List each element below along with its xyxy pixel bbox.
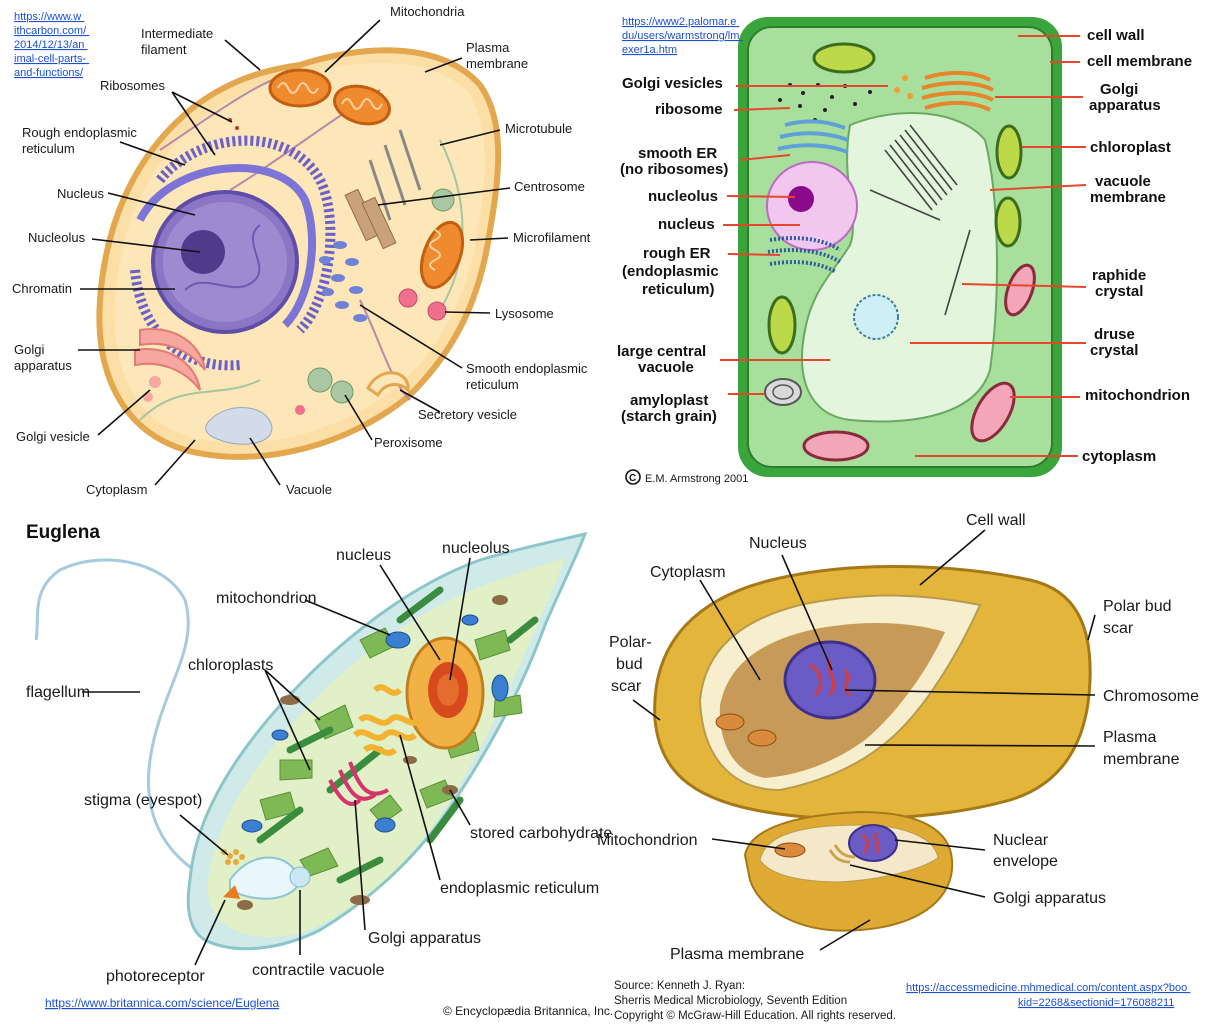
label-polar-bud-scar-left: Polar- bud scar — [609, 634, 656, 695]
label-cell-wall: cell wall — [1087, 27, 1145, 44]
plant-copyright: E.M. Armstrong 2001 — [645, 473, 748, 485]
plant-source-url[interactable]: https://www2.palomar.e du/users/warmstro… — [622, 16, 742, 56]
animal-source-url[interactable]: https://www.w ithcarbon.com/ 2014/12/13/… — [14, 11, 89, 79]
label-centrosome: Centrosome — [514, 179, 585, 194]
label-ribosomes: Ribosomes — [100, 78, 166, 93]
label-golgi-apparatus: Golgi apparatus — [14, 342, 72, 373]
label-euglena-golgi: Golgi apparatus — [368, 930, 481, 947]
label-plant-mitochondrion: mitochondrion — [1085, 387, 1190, 404]
label-vacuole-membrane: vacuole membrane — [1090, 173, 1166, 206]
yeast-source-url[interactable]: https://accessmedicine.mhmedical.com/con… — [906, 982, 1190, 1009]
label-golgi-vesicle: Golgi vesicle — [16, 429, 90, 444]
euglena-flagellum — [34, 558, 226, 887]
label-peroxisome: Peroxisome — [374, 435, 443, 450]
euglena-golgi — [328, 761, 389, 806]
plant-leader-lines — [720, 35, 1087, 457]
label-chloroplast: chloroplast — [1090, 139, 1171, 156]
label-yeast-golgi: Golgi apparatus — [993, 890, 1106, 907]
animal-vacuole — [205, 407, 273, 445]
label-yeast-nucleus: Nucleus — [749, 535, 807, 552]
label-contractile-vacuole: contractile vacuole — [252, 962, 385, 979]
euglena-title: Euglena — [26, 522, 100, 543]
plant-mitochondria — [802, 263, 1036, 462]
copyright-symbol: C — [629, 473, 636, 484]
label-yeast-plasma-membrane: Plasma membrane — [1103, 729, 1180, 768]
label-yeast-plasma-membrane-bottom: Plasma membrane — [670, 946, 804, 963]
label-golgi-vesicles: Golgi vesicles — [622, 75, 723, 92]
label-vacuole: Vacuole — [286, 482, 332, 497]
label-plant-golgi: Golgi apparatus — [1089, 81, 1161, 114]
yeast-source-citation: Source: Kenneth J. Ryan: Sherris Medical… — [614, 980, 896, 1022]
label-smooth-er: Smooth endoplasmic reticulum — [466, 361, 591, 392]
plant-chloroplasts — [767, 42, 1023, 355]
label-nuclear-envelope: Nuclear envelope — [993, 832, 1058, 870]
label-photoreceptor: photoreceptor — [106, 968, 205, 985]
label-ribosome: ribosome — [655, 101, 723, 118]
label-mitochondria: Mitochondria — [390, 4, 465, 19]
plant-nucleus — [766, 161, 858, 251]
label-euglena-nucleus: nucleus — [336, 547, 391, 564]
label-polar-bud-scar-right: Polar bud scar — [1103, 598, 1176, 637]
label-stored-carbohydrate: stored carbohydrate — [470, 825, 612, 842]
label-plant-rough-er: rough ER (endoplasmic reticulum) — [622, 245, 723, 298]
label-plant-nucleus: nucleus — [658, 216, 715, 233]
plant-nucleolus — [788, 186, 814, 212]
label-chloroplasts: chloroplasts — [188, 657, 273, 674]
animal-golgi — [134, 328, 206, 391]
label-nucleus: Nucleus — [57, 186, 104, 201]
label-microfilament: Microfilament — [513, 230, 591, 245]
label-euglena-mitochondrion: mitochondrion — [216, 590, 317, 607]
label-plant-cytoplasm: cytoplasm — [1082, 448, 1156, 465]
animal-leader-lines — [78, 19, 511, 486]
animal-cell-panel: https://www.w ithcarbon.com/ 2014/12/13/… — [12, 4, 591, 497]
yeast-nucleus — [783, 640, 877, 720]
label-endoplasmic-reticulum: endoplasmic reticulum — [440, 880, 599, 897]
euglena-source-url[interactable]: https://www.britannica.com/science/Eugle… — [45, 996, 279, 1010]
label-rough-er: Rough endoplasmic reticulum — [22, 125, 141, 156]
label-lysosome: Lysosome — [495, 306, 554, 321]
label-microtubule: Microtubule — [505, 121, 572, 136]
plant-cell-panel: https://www2.palomar.e du/users/warmstro… — [617, 16, 1192, 485]
label-flagellum: flagellum — [26, 684, 90, 701]
plant-golgi — [921, 70, 994, 112]
animal-mitochondria — [268, 68, 465, 290]
label-chromatin: Chromatin — [12, 281, 72, 296]
label-yeast-mitochondrion: Mitochondrion — [597, 832, 698, 849]
euglena-copyright: © Encyclopædia Britannica, Inc. — [443, 1004, 613, 1018]
label-cell-membrane: cell membrane — [1087, 53, 1192, 70]
plant-amyloplast — [764, 378, 802, 406]
yeast-cell-panel: Cell wall Nucleus Cytoplasm Polar- bud s… — [597, 512, 1199, 1022]
label-chromosome: Chromosome — [1103, 688, 1199, 705]
label-large-central-vacuole: large central vacuole — [617, 343, 710, 376]
label-amyloplast: amyloplast (starch grain) — [621, 392, 717, 425]
label-nucleolus: Nucleolus — [28, 230, 86, 245]
label-stigma: stigma (eyespot) — [84, 792, 202, 809]
animal-nucleolus — [181, 230, 225, 274]
label-plasma-membrane: Plasma membrane — [466, 40, 528, 71]
label-plant-nucleolus: nucleolus — [648, 188, 718, 205]
label-yeast-cell-wall: Cell wall — [966, 512, 1026, 529]
label-raphide-crystal: raphide crystal — [1092, 267, 1150, 300]
animal-centrosome — [344, 188, 397, 250]
euglena-leader-lines — [82, 557, 471, 966]
euglena-panel: Euglena — [26, 522, 613, 1018]
label-druse-crystal: druse crystal — [1090, 326, 1139, 359]
label-secretory-vesicle: Secretory vesicle — [418, 407, 517, 422]
plant-druse-crystal — [853, 294, 899, 340]
label-yeast-cytoplasm: Cytoplasm — [650, 564, 726, 581]
label-plant-smooth-er: smooth ER (no ribosomes) — [620, 145, 728, 178]
label-intermediate-filament: Intermediate filament — [141, 26, 217, 57]
label-euglena-nucleolus: nucleolus — [442, 540, 510, 557]
yeast-leader-lines — [632, 529, 1096, 951]
label-cytoplasm: Cytoplasm — [86, 482, 147, 497]
